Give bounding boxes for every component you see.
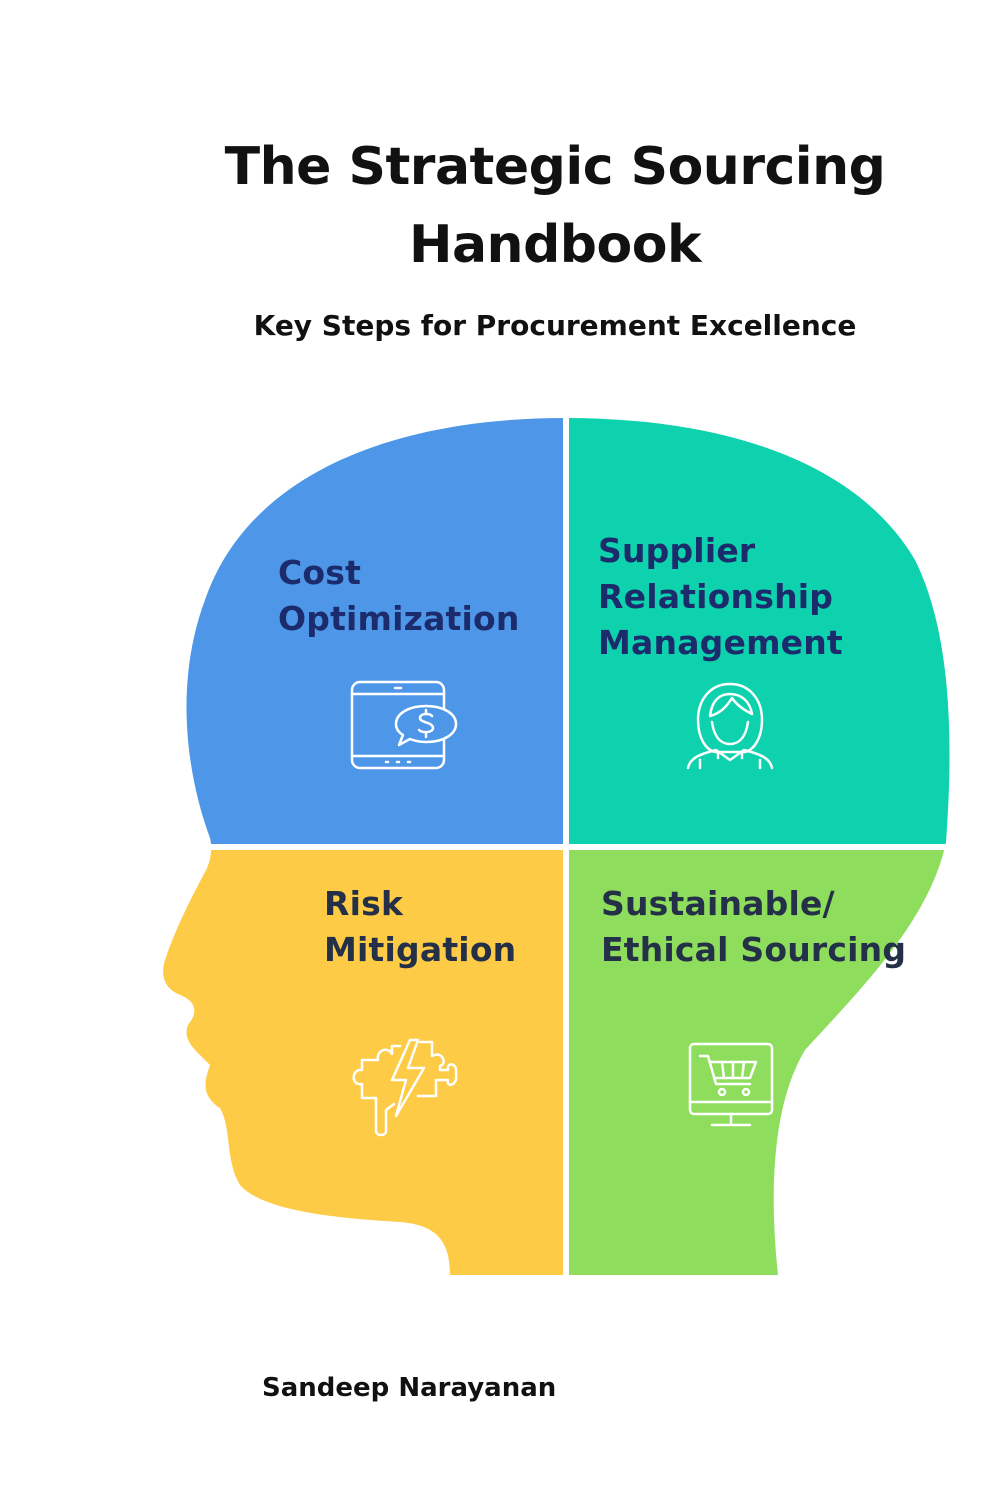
cover-title-line-2: Handbook	[408, 215, 702, 275]
quadrant-label-risk-mitigation: Risk Mitigation	[324, 881, 516, 973]
author-name: Sandeep Narayanan	[262, 1373, 557, 1403]
quadrant-label-sustainable-sourcing: Sustainable/ Ethical Sourcing	[601, 881, 906, 973]
label-line: Supplier	[598, 531, 756, 570]
label-line: Cost	[278, 553, 362, 592]
monitor-cart-icon	[688, 1042, 774, 1127]
label-line: Sustainable/	[601, 884, 835, 923]
label-line: Relationship	[598, 577, 834, 616]
tablet-dollar-chat-icon	[350, 680, 458, 770]
label-line: Optimization	[278, 599, 520, 638]
cover-title-line-1: The Strategic Sourcing	[224, 137, 886, 197]
cover-subtitle: Key Steps for Procurement Excellence	[253, 309, 857, 342]
person-icon	[686, 682, 774, 770]
label-line: Ethical Sourcing	[601, 930, 907, 969]
label-line: Management	[598, 623, 843, 662]
label-line: Risk	[324, 884, 404, 923]
label-line: Mitigation	[324, 930, 517, 969]
quadrant-label-cost-optimization: Cost Optimization	[278, 550, 520, 642]
puzzle-lightning-icon	[352, 1038, 458, 1137]
quadrant-label-supplier-relationship: Supplier Relationship Management	[598, 528, 843, 666]
